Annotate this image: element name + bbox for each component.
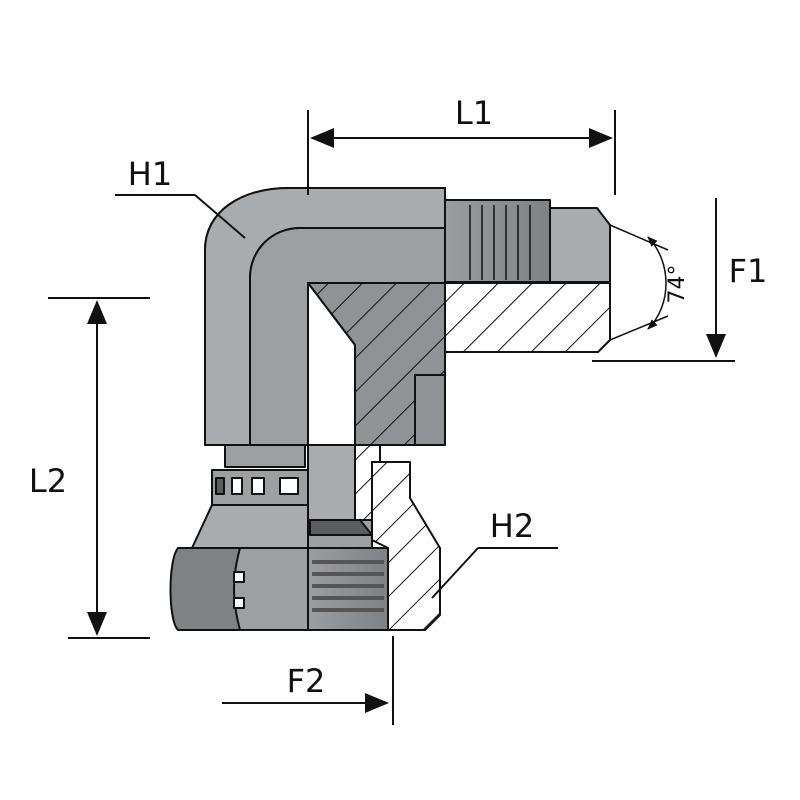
dimension-l2: L2	[29, 297, 150, 639]
leader-h2: H2	[431, 507, 558, 599]
label-f1: F1	[729, 252, 768, 290]
label-h1: H1	[128, 155, 172, 193]
body-section	[307, 282, 611, 446]
thread-lines	[469, 205, 531, 280]
dimension-l1: L1	[307, 94, 616, 195]
label-f2: F2	[287, 662, 326, 700]
swivel-nut	[169, 461, 441, 631]
ring-teeth	[215, 477, 299, 495]
angle-annotation: 74°	[609, 224, 690, 341]
label-h2: H2	[490, 507, 534, 545]
nut-thread-lines	[312, 560, 384, 612]
label-angle: 74°	[665, 265, 690, 304]
label-l2: L2	[29, 462, 67, 500]
dimension-f2: F2	[222, 636, 394, 725]
dimension-f1: F1	[592, 198, 768, 362]
male-thread-end	[444, 199, 611, 283]
leader-h1: H1	[115, 155, 246, 239]
label-l1: L1	[455, 94, 493, 132]
